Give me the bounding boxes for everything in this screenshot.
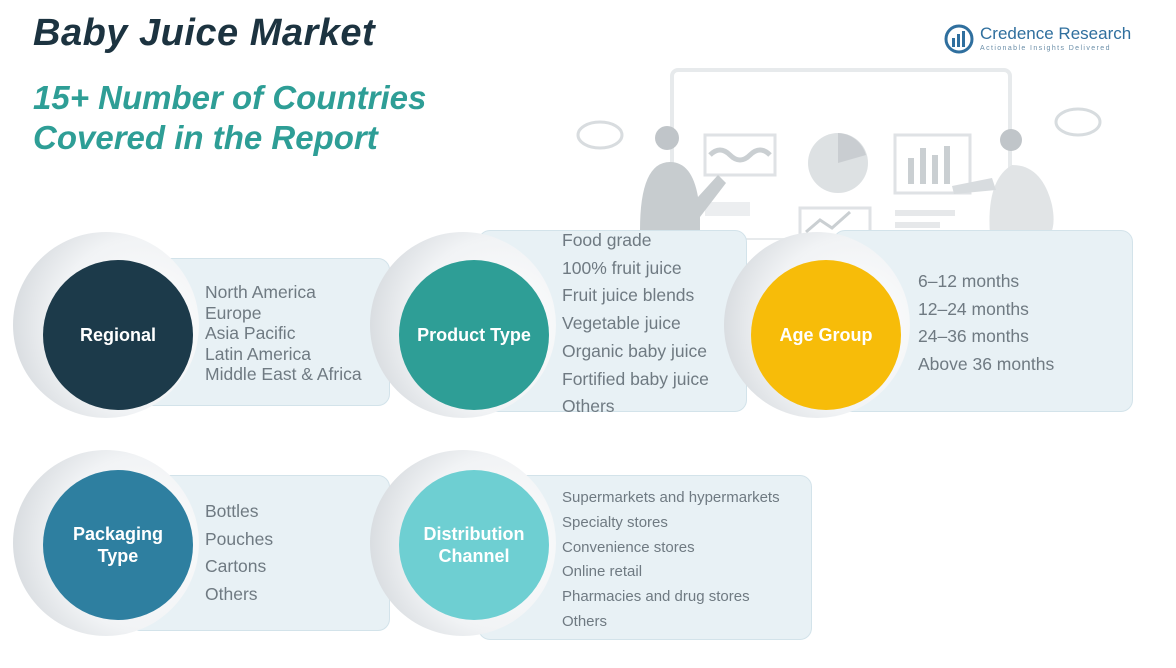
subtitle-line-2: Covered in the Report (33, 119, 378, 156)
list-item: North America (205, 282, 316, 302)
list-item: Convenience stores (562, 538, 695, 556)
list-item: 6–12 months (918, 271, 1020, 291)
packaging-type-list: Bottles Pouches Cartons Others (205, 498, 273, 608)
list-item: Vegetable juice (562, 313, 681, 334)
age-group-circle: Age Group (751, 260, 901, 410)
regional-list: North America Europe Asia Pacific Latin … (205, 282, 362, 385)
age-group-list: 6–12 months 12–24 months 24–36 months Ab… (918, 268, 1054, 379)
brand-name: Credence Research (980, 24, 1132, 43)
list-item: Organic baby juice (562, 340, 707, 361)
list-item: Pharmacies and drug stores (562, 588, 750, 606)
list-item: Fortified baby juice (562, 368, 709, 389)
list-item: Fruit juice blends (562, 285, 695, 306)
label-line-1: Packaging (72, 524, 164, 544)
list-item: 12–24 months (918, 298, 1029, 319)
list-item: Others (205, 583, 258, 604)
regional-circle: Regional (43, 260, 193, 410)
brand-tagline: Actionable Insights Delivered (980, 45, 1111, 52)
list-item: Cartons (205, 556, 267, 576)
label-line-2: Type (97, 546, 139, 566)
regional-label: Regional (79, 325, 156, 345)
list-item: Supermarkets and hypermarkets (562, 489, 780, 506)
list-item: Others (562, 612, 608, 630)
list-item: Bottles (205, 501, 259, 521)
list-item: Middle East & Africa (205, 364, 362, 384)
product-type-label: Product Type (417, 325, 531, 345)
subtitle-line-1: 15+ Number of Countries (33, 79, 427, 116)
presentation-illustration (576, 68, 1102, 240)
list-item: Online retail (562, 563, 643, 581)
list-item: Others (562, 396, 615, 417)
age-group-label: Age Group (779, 325, 873, 345)
page-title: Baby Juice Market (33, 12, 376, 54)
product-type-circle: Product Type (399, 260, 549, 410)
label-line-1: Distribution (423, 524, 525, 544)
list-item: Europe (205, 302, 262, 323)
label-line-2: Channel (438, 546, 510, 566)
list-item: 24–36 months (918, 326, 1029, 347)
page-subtitle: 15+ Number of Countries Covered in the R… (33, 78, 426, 158)
list-item: Pouches (205, 528, 274, 549)
bar-chart-logo-icon (944, 24, 974, 54)
list-item: Food grade (562, 230, 652, 250)
brand-logo: Credence Research Actionable Insights De… (944, 22, 1144, 58)
list-item: Latin America (205, 343, 312, 364)
list-item: Specialty stores (562, 513, 668, 531)
product-type-list: Food grade 100% fruit juice Fruit juice … (562, 227, 709, 421)
list-item: Asia Pacific (205, 323, 296, 343)
list-item: Above 36 months (918, 354, 1055, 375)
list-item: 100% fruit juice (562, 257, 682, 278)
distribution-channel-list: Supermarkets and hypermarkets Specialty … (562, 486, 780, 635)
